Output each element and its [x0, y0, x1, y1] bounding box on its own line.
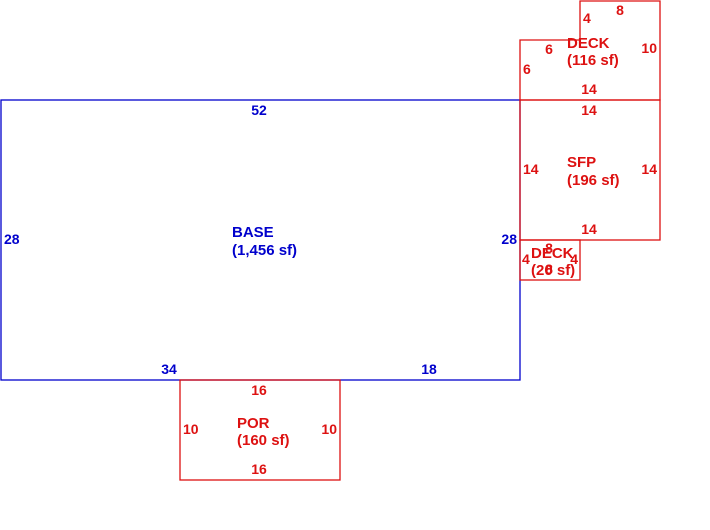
porch-dim-left: 10	[183, 421, 199, 437]
deck-lower-dim-bottom: 8	[545, 261, 553, 277]
deck-upper-dim-right: 10	[641, 40, 657, 56]
deck-lower-dim-right: 4	[570, 251, 578, 267]
deck-lower-label: DECK	[531, 245, 574, 262]
base-dim-right: 28	[501, 231, 517, 247]
sfp-area: 14 14 14 14 SFP (196 sf)	[519, 99, 661, 241]
base-dim-bottom-right: 18	[421, 361, 437, 377]
base-label: BASE	[232, 224, 274, 241]
porch-area: 16 10 10 16 POR (160 sf)	[179, 379, 341, 481]
deck-lower-area: 8 4 4 8 DECK (20 sf)	[519, 239, 581, 281]
porch-dim-bottom: 16	[251, 461, 267, 477]
porch-label: POR	[237, 415, 270, 432]
sfp-dim-left: 14	[523, 161, 539, 177]
base-dim-bottom-left: 34	[161, 361, 177, 377]
deck-upper-dim-notch-horizontal: 6	[545, 41, 553, 57]
deck-lower-dim-left: 4	[522, 251, 530, 267]
sfp-label: SFP	[567, 154, 596, 171]
deck-upper-dim-left: 6	[523, 61, 531, 77]
porch-area-label: (160 sf)	[237, 432, 290, 449]
base-dim-left: 28	[4, 231, 20, 247]
deck-upper-label: DECK	[567, 35, 610, 52]
deck-upper-area: 8 4 6 6 10 14 DECK (116 sf)	[519, 0, 661, 101]
deck-upper-dim-top: 8	[616, 2, 624, 18]
porch-outline	[179, 379, 341, 481]
deck-upper-dim-notch-vertical: 4	[583, 10, 591, 26]
deck-lower-dim-top: 8	[545, 240, 553, 256]
deck-upper-outline	[519, 0, 661, 101]
deck-upper-area-label: (116 sf)	[567, 52, 619, 69]
base-area-label: (1,456 sf)	[232, 242, 297, 259]
deck-upper-dim-bottom: 14	[581, 81, 597, 97]
base-area: 52 28 28 34 18 BASE (1,456 sf)	[0, 99, 521, 381]
porch-dim-top: 16	[251, 382, 267, 398]
sfp-dim-bottom: 14	[581, 221, 597, 237]
sfp-dim-top: 14	[581, 102, 597, 118]
sfp-area-label: (196 sf)	[567, 172, 620, 189]
deck-lower-outline	[519, 239, 581, 281]
deck-lower-area-label: (20 sf)	[531, 262, 575, 279]
base-dim-top: 52	[251, 102, 267, 118]
sfp-dim-right: 14	[641, 161, 657, 177]
porch-dim-right: 10	[321, 421, 337, 437]
